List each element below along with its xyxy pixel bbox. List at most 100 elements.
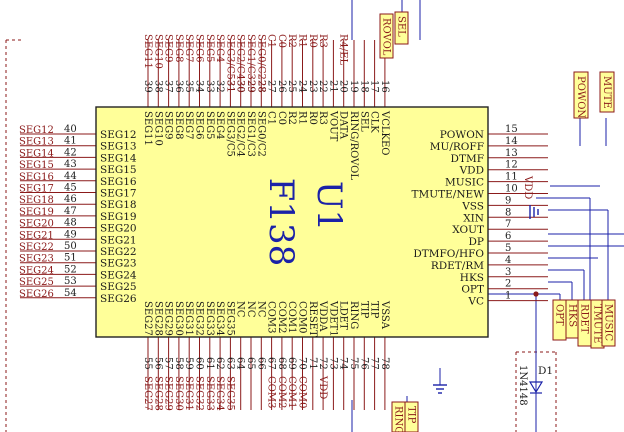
port-tmute-label: TMUTE	[592, 304, 603, 343]
port-tip-flag	[404, 401, 419, 432]
top-pin-number-16: 16	[379, 80, 390, 93]
left-net-label-seg21: SEG21	[19, 230, 54, 241]
left-pin-number-50: 50	[64, 241, 77, 252]
wires	[351, 0, 624, 432]
left-net-label-seg16: SEG16	[19, 172, 54, 183]
right-pin-name-mu-roff: MU/ROFF	[430, 141, 484, 153]
port-ring-label: RING	[393, 406, 404, 432]
chip-body	[95, 106, 489, 338]
right-pin-name-dtmf: DTMF	[451, 153, 484, 165]
top-pin-name-c0: C0	[276, 111, 287, 125]
bottom-pin-name-vssa: VSSA	[379, 300, 390, 330]
right-pin-name-dp: DP	[469, 236, 484, 248]
bottom-pin-number-62: 62	[214, 357, 225, 370]
left-net-label-seg17: SEG17	[19, 184, 54, 195]
bottom-pin-name-ldet: LDET	[338, 301, 349, 330]
left-pin-name-seg17: SEG17	[100, 188, 137, 200]
port-rovol-flag	[379, 13, 394, 59]
left-net-label-seg24: SEG24	[19, 265, 54, 276]
left-pin-name-seg14: SEG14	[100, 152, 137, 164]
right-pin-number-2: 2	[505, 279, 511, 290]
bottom-net-label-com1: COM1	[286, 376, 297, 408]
bottom-pin-number-77: 77	[369, 357, 380, 370]
left-net-label-seg12: SEG12	[19, 125, 54, 136]
left-pin-number-46: 46	[64, 194, 77, 205]
left-pin-number-54: 54	[64, 288, 77, 299]
left-net-label-seg26: SEG26	[19, 289, 54, 300]
bottom-pin-name-seg29: SEG29	[163, 301, 174, 336]
left-pin-name-seg15: SEG15	[100, 164, 137, 176]
bottom-pin-name-nc: NC	[235, 301, 246, 318]
top-pin-number-23: 23	[307, 80, 318, 93]
bottom-net-label-seg33: SEG33	[204, 376, 215, 411]
top-net-label-seg6: SEG6	[194, 34, 205, 63]
right-pin-name-xin: XIN	[463, 212, 484, 224]
bottom-pin-number-65: 65	[245, 357, 256, 370]
right-pin-name-opt: OPT	[461, 284, 484, 296]
top-net-label-seg7: SEG7	[183, 34, 194, 63]
bottom-pin-name-com3: COM3	[266, 301, 277, 333]
bottom-pin-number-59: 59	[183, 357, 194, 370]
bottom-net-label-vdd: VDD	[317, 375, 328, 399]
top-pin-number-39: 39	[142, 80, 153, 93]
port-mute-label: MUTE	[601, 76, 612, 109]
left-pin-number-44: 44	[64, 171, 77, 182]
right-pin-number-9: 9	[505, 195, 511, 206]
left-net-label-seg19: SEG19	[19, 207, 54, 218]
bottom-pin-number-75: 75	[348, 357, 359, 370]
right-pin-number-13: 13	[505, 148, 518, 159]
top-net-label-seg10: SEG10	[152, 34, 163, 69]
top-net-label-seg9: SEG9	[163, 34, 174, 63]
bottom-pin-name-seg31: SEG31	[183, 301, 194, 336]
top-pin-name-seg8: SEG8	[173, 111, 184, 140]
top-pin-number-20: 20	[338, 80, 349, 93]
top-net-label-seg8: SEG8	[173, 34, 184, 63]
top-net-label-r1: R1	[297, 34, 308, 48]
right-pin-name-music: MUSIC	[445, 177, 484, 189]
junction-dot	[533, 291, 539, 297]
top-pin-name-seg0-c2: SEG0/C2	[255, 111, 266, 157]
left-net-label-seg20: SEG20	[19, 219, 54, 230]
bottom-net-label-seg29: SEG29	[163, 376, 174, 411]
left-pin-number-40: 40	[64, 124, 77, 135]
left-net-label-seg22: SEG22	[19, 242, 54, 253]
top-net-label-seg0-c228: SEG0/C228	[255, 34, 266, 93]
right-pin-number-12: 12	[505, 160, 518, 171]
top-pin-number-32: 32	[214, 80, 225, 93]
bottom-pin-number-63: 63	[224, 357, 235, 370]
top-pin-name-data: DATA	[338, 111, 349, 140]
bottom-net-label-seg35: SEG35	[224, 376, 235, 411]
top-pin-number-18: 18	[358, 80, 369, 93]
port-hks-label: HKS	[567, 304, 578, 327]
top-pin-name-sel: SEL	[358, 111, 369, 132]
top-net-label-seg4: SEG4	[214, 34, 225, 63]
right-pin-number-1: 1	[505, 291, 511, 302]
port-music-flag	[601, 299, 616, 347]
top-net-label-r0: R0	[307, 34, 318, 48]
bottom-pin-number-68: 68	[276, 357, 287, 370]
right-pin-name-tmute-new: TMUTE/NEW	[412, 189, 485, 201]
bottom-pin-number-78: 78	[379, 357, 390, 370]
right-pin-number-15: 15	[505, 124, 518, 135]
left-pin-name-seg13: SEG13	[100, 141, 137, 153]
bottom-net-label-seg27: SEG27	[142, 376, 153, 411]
bottom-pin-number-64: 64	[235, 357, 246, 370]
left-pin-name-seg25: SEG25	[100, 281, 137, 293]
bottom-pin-name-seg35: SEG35	[224, 301, 235, 336]
left-pin-name-seg16: SEG16	[100, 176, 137, 188]
top-net-label-seg11: SEG11	[142, 34, 153, 69]
bottom-pin-name-seg28: SEG28	[152, 301, 163, 336]
bottom-pin-name-seg33: SEG33	[204, 301, 215, 336]
right-pin-number-8: 8	[505, 207, 511, 218]
left-pin-number-51: 51	[64, 253, 77, 264]
port-powon-flag	[573, 71, 589, 119]
right-pin-name-hks: HKS	[460, 272, 484, 284]
right-pin-number-4: 4	[505, 255, 511, 266]
diode-designator: D1	[538, 365, 553, 377]
top-pin-name-seg4: SEG4	[214, 111, 225, 140]
port-tip-label: TIP	[406, 406, 417, 424]
right-pin-number-7: 7	[505, 219, 511, 230]
top-pin-name-ring-rovol: RING/ROVOL	[348, 111, 359, 180]
